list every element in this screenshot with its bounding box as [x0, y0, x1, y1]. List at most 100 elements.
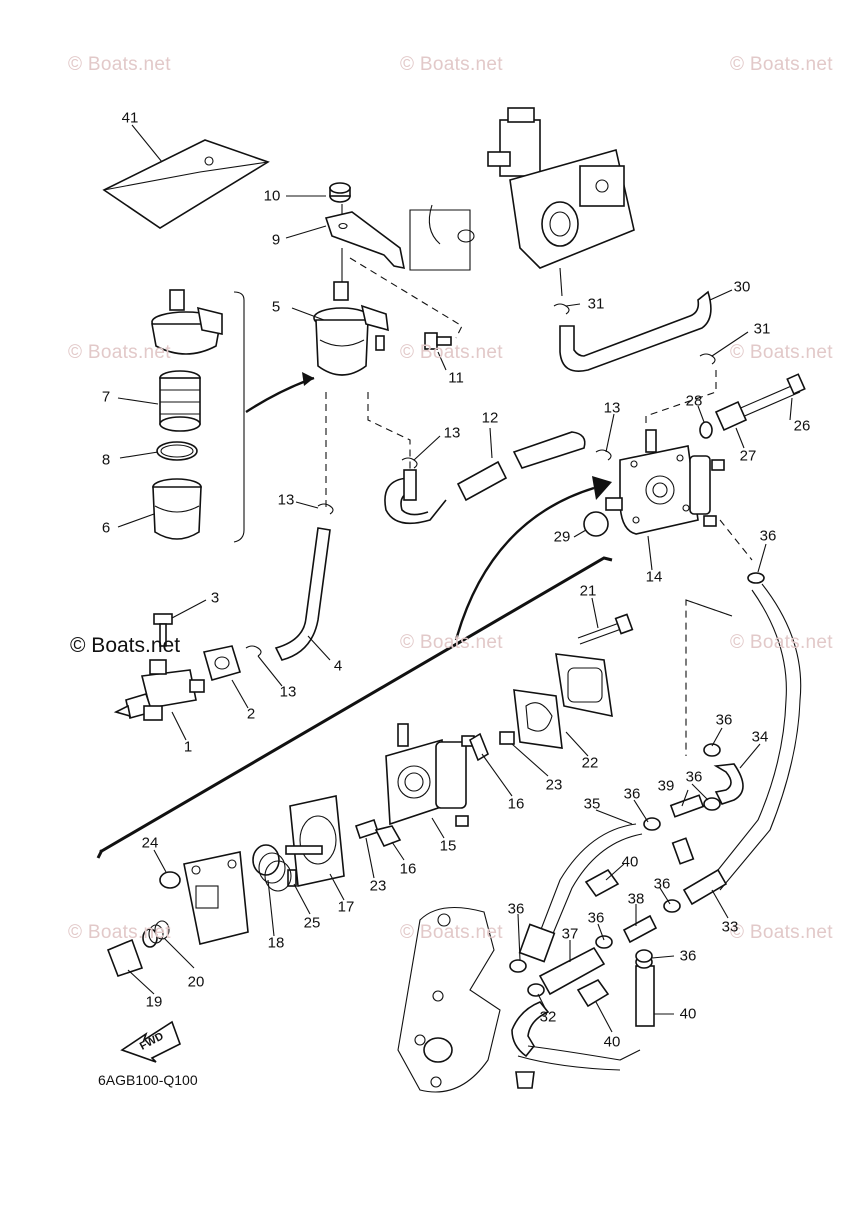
- o-ring-29: [583, 511, 609, 537]
- callout: 26: [793, 417, 811, 435]
- clips-36: [509, 743, 721, 997]
- watermark: © Boats.net: [730, 632, 833, 653]
- fuel-filter: [313, 281, 389, 376]
- clip-36: [747, 572, 765, 584]
- bracket-icon: [324, 211, 406, 270]
- watermark: © Boats.net: [400, 342, 503, 363]
- fuel-hose-4: [274, 527, 331, 661]
- callout: 14: [645, 568, 663, 586]
- callout: 7: [101, 388, 111, 406]
- callout: 40: [621, 853, 639, 871]
- callout: 25: [303, 914, 321, 932]
- fuel-pump: [605, 429, 725, 535]
- watermark: © Boats.net: [400, 922, 503, 943]
- callout: 21: [579, 582, 597, 600]
- callout: 13: [443, 424, 461, 442]
- callout: 24: [141, 834, 159, 852]
- pump-body: [385, 723, 475, 827]
- hose-34: [713, 763, 744, 805]
- elbow-hose: [559, 290, 712, 372]
- callout: 41: [121, 109, 139, 127]
- callout: 11: [448, 369, 464, 387]
- watermark: © Boats.net: [68, 922, 171, 943]
- callout: 10: [263, 187, 281, 205]
- callout: 38: [627, 890, 645, 908]
- callout: 36: [759, 527, 777, 545]
- pump-cover: [183, 851, 249, 945]
- callout: 16: [399, 860, 417, 878]
- callout: 31: [587, 295, 605, 313]
- callout: 30: [733, 278, 751, 296]
- tee-joint: [622, 794, 705, 944]
- callout: 8: [101, 451, 111, 469]
- long-bolt: [735, 373, 806, 419]
- spring-20: [142, 920, 170, 948]
- callout: 31: [753, 320, 771, 338]
- callout: 13: [603, 399, 621, 417]
- callout: 19: [145, 993, 163, 1011]
- callout: 16: [507, 795, 525, 813]
- fuel-hose: [384, 431, 586, 525]
- callout: 36: [679, 947, 697, 965]
- callout: 1: [183, 738, 193, 756]
- gasket: [513, 653, 613, 749]
- fwd-arrow-icon: [120, 1020, 181, 1063]
- fuel-filter-exploded: [151, 289, 245, 543]
- callout: 3: [210, 589, 220, 607]
- callout: 33: [721, 918, 739, 936]
- watermark: © Boats.net: [68, 54, 171, 75]
- diaphragm: [285, 795, 345, 887]
- watermark: © Boats.net: [730, 54, 833, 75]
- callout: 6: [101, 519, 111, 537]
- watermark: © Boats.net: [400, 632, 503, 653]
- callout: 13: [279, 683, 297, 701]
- callout: 35: [583, 795, 601, 813]
- callout: 36: [715, 711, 733, 729]
- callout: 22: [581, 754, 599, 772]
- callout: 36: [587, 909, 605, 927]
- watermark: © Boats.net: [730, 922, 833, 943]
- fuel-joint: [113, 613, 242, 721]
- watermark: © Boats.net: [68, 342, 171, 363]
- pipe-32: [635, 955, 655, 1027]
- small-parts: [354, 731, 515, 848]
- callout: 32: [539, 1008, 557, 1026]
- pin: [287, 869, 297, 887]
- callout: 36: [623, 785, 641, 803]
- carburetor: [409, 107, 635, 297]
- callout: 37: [561, 925, 579, 943]
- callout: 20: [187, 973, 205, 991]
- nut-24: [159, 871, 181, 889]
- callout: 18: [267, 934, 285, 952]
- watermark: © Boats.net: [730, 342, 833, 363]
- callout: 23: [369, 877, 387, 895]
- crankcase-outline: [397, 907, 501, 1093]
- nut-icon: [329, 182, 351, 203]
- callout: 9: [271, 231, 281, 249]
- callout: 12: [481, 409, 499, 427]
- long-hose-33: [682, 583, 802, 906]
- leader-lines: [117, 124, 793, 1033]
- callout: 17: [337, 898, 355, 916]
- washer: [699, 421, 713, 439]
- watermark: © Boats.net: [400, 54, 503, 75]
- callout: 39: [657, 777, 675, 795]
- callout: 4: [333, 657, 343, 675]
- callout: 36: [653, 875, 671, 893]
- callout: 5: [271, 298, 281, 316]
- callout: 36: [507, 900, 525, 918]
- plunger: [106, 938, 144, 978]
- tube-37: [511, 946, 641, 1089]
- callout: 40: [679, 1005, 697, 1023]
- spring: [252, 844, 292, 892]
- callout: 34: [751, 728, 769, 746]
- callout: 13: [277, 491, 295, 509]
- bolt-icon: [424, 332, 452, 350]
- callout: 23: [545, 776, 563, 794]
- callout: 40: [603, 1033, 621, 1051]
- callout: 29: [553, 528, 571, 546]
- callout: 15: [439, 837, 457, 855]
- callout: 36: [685, 768, 703, 786]
- screw: [577, 613, 634, 645]
